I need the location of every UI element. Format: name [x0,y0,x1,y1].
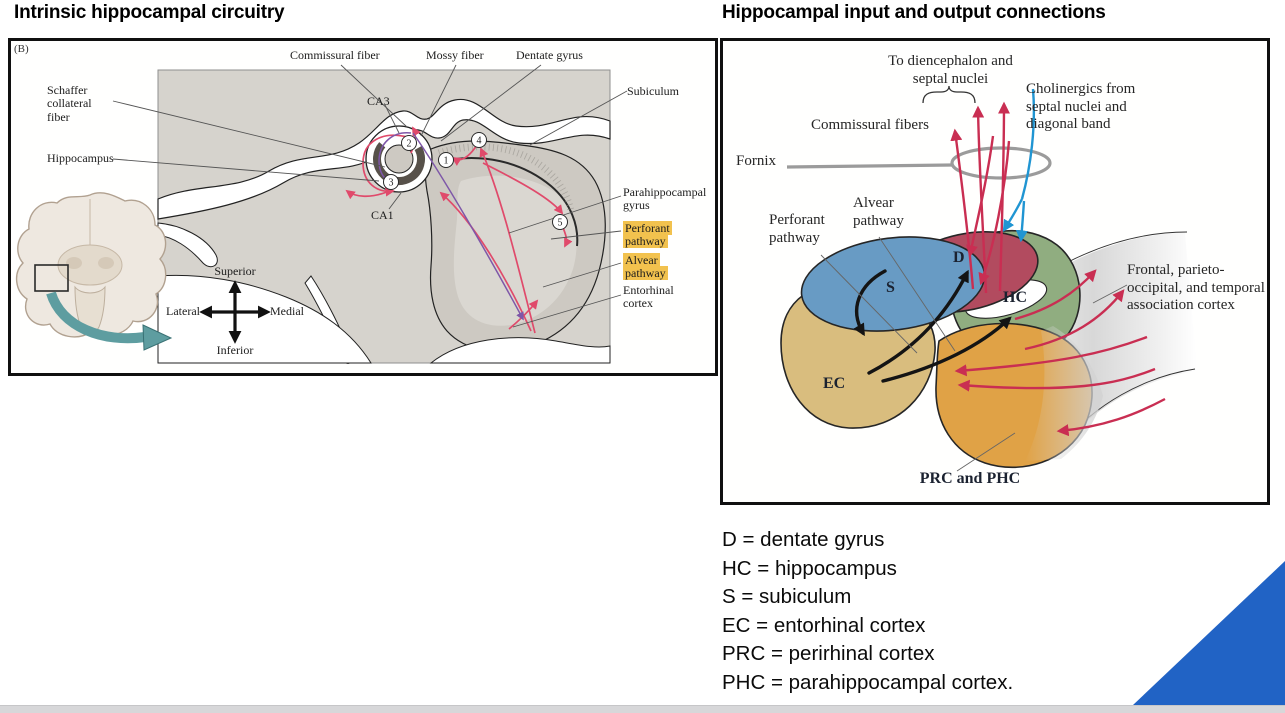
right-figure-panel: To diencephalon and septal nuclei Cholin… [720,38,1270,505]
label-prc-phc: PRC and PHC [919,470,1021,487]
alvear-highlight: Alvear pathway [623,253,668,281]
label-ca3: CA3 [367,94,390,108]
inset-zoom-arrow-icon [46,291,173,351]
label-to-diencephalon: To diencephalon and septal nuclei [888,53,1013,87]
left-diagram-svg: 2 1 3 4 5 [16,64,628,364]
brain-inset [16,192,167,338]
compass-medial: Medial [270,304,304,318]
compass-superior: Superior [214,264,256,278]
label-fornix: Fornix [736,153,777,169]
label-entorhinal-cortex: Entorhinal cortex [623,283,674,311]
step-markers: 2 1 3 4 5 [383,132,568,230]
svg-text:5: 5 [558,218,563,229]
legend-line: EC = entorhinal cortex [722,613,926,637]
right-leader-lines [820,236,1128,472]
leader-lines [112,64,628,328]
viewer-bottom-edge [0,705,1285,713]
label-commissural-fibers: Commissural fibers [811,117,929,133]
region-blobs [780,229,1103,469]
right-diagram-svg [780,85,1197,472]
label-commissural-fiber: Commissural fiber [290,48,380,62]
label-parahippocampal-gyrus: Parahippocampal gyrus [623,185,707,213]
label-association-cortex: Frontal, parieto-occipital, and temporal… [1127,262,1265,314]
cholinergic-arrows [1002,88,1036,243]
label-alvear-pathway: Alvear pathway [623,253,693,281]
label-ca1: CA1 [371,208,394,222]
orientation-compass-icon [199,280,271,344]
svg-text:2: 2 [407,139,412,150]
perforant-highlight: Perforant pathway [623,221,672,249]
brace-icon [922,85,976,104]
region-label-s: S [886,279,895,296]
label-cholinergics: Cholinergics from septal nuclei and diag… [1026,81,1136,133]
right-figure-title: Hippocampal input and output connections [722,2,1106,23]
left-figure-panel: 2 1 3 4 5 [8,38,718,376]
compass-inferior: Inferior [216,343,254,357]
fornix-ring [786,146,1052,180]
legend-line: PRC = perirhinal cortex [722,642,935,666]
legend-line: S = subiculum [722,585,852,609]
label-schaffer-collateral-fiber: Schaffer collateral fiber [47,83,92,124]
black-pathway-arrows [853,269,1012,383]
label-mossy-fiber: Mossy fiber [426,48,484,62]
legend-line: D = dentate gyrus [722,528,885,551]
label-alvear-pathway-right: Alvear pathway [853,195,904,229]
cortex-folds [157,98,611,364]
abbreviation-legend: D = dentate gyrus HC = hippocampus S = s… [722,526,1013,698]
inset-highlight-box [34,264,69,292]
left-figure-title: Intrinsic hippocampal circuitry [14,2,285,23]
label-hippocampus: Hippocampus [47,151,114,165]
label-subiculum: Subiculum [627,84,680,98]
legend-line: PHC = parahippocampal cortex. [722,670,1014,694]
compass-lateral: Lateral [166,304,200,318]
figure-tag: (B) [14,43,29,55]
label-dentate-gyrus: Dentate gyrus [516,48,583,62]
slide-corner-decoration [1133,561,1285,705]
region-label-hc: HC [1003,289,1027,306]
legend-line: HC = hippocampus [722,556,897,580]
region-label-d: D [953,249,965,266]
svg-text:1: 1 [444,156,449,167]
svg-text:4: 4 [477,136,482,147]
red-fiber-arrows [950,101,1166,437]
svg-text:3: 3 [389,178,394,189]
label-perforant-pathway: Perforant pathway [623,221,693,249]
region-label-ec: EC [823,375,846,392]
label-perforant-pathway-right: Perforant pathway [769,212,825,246]
